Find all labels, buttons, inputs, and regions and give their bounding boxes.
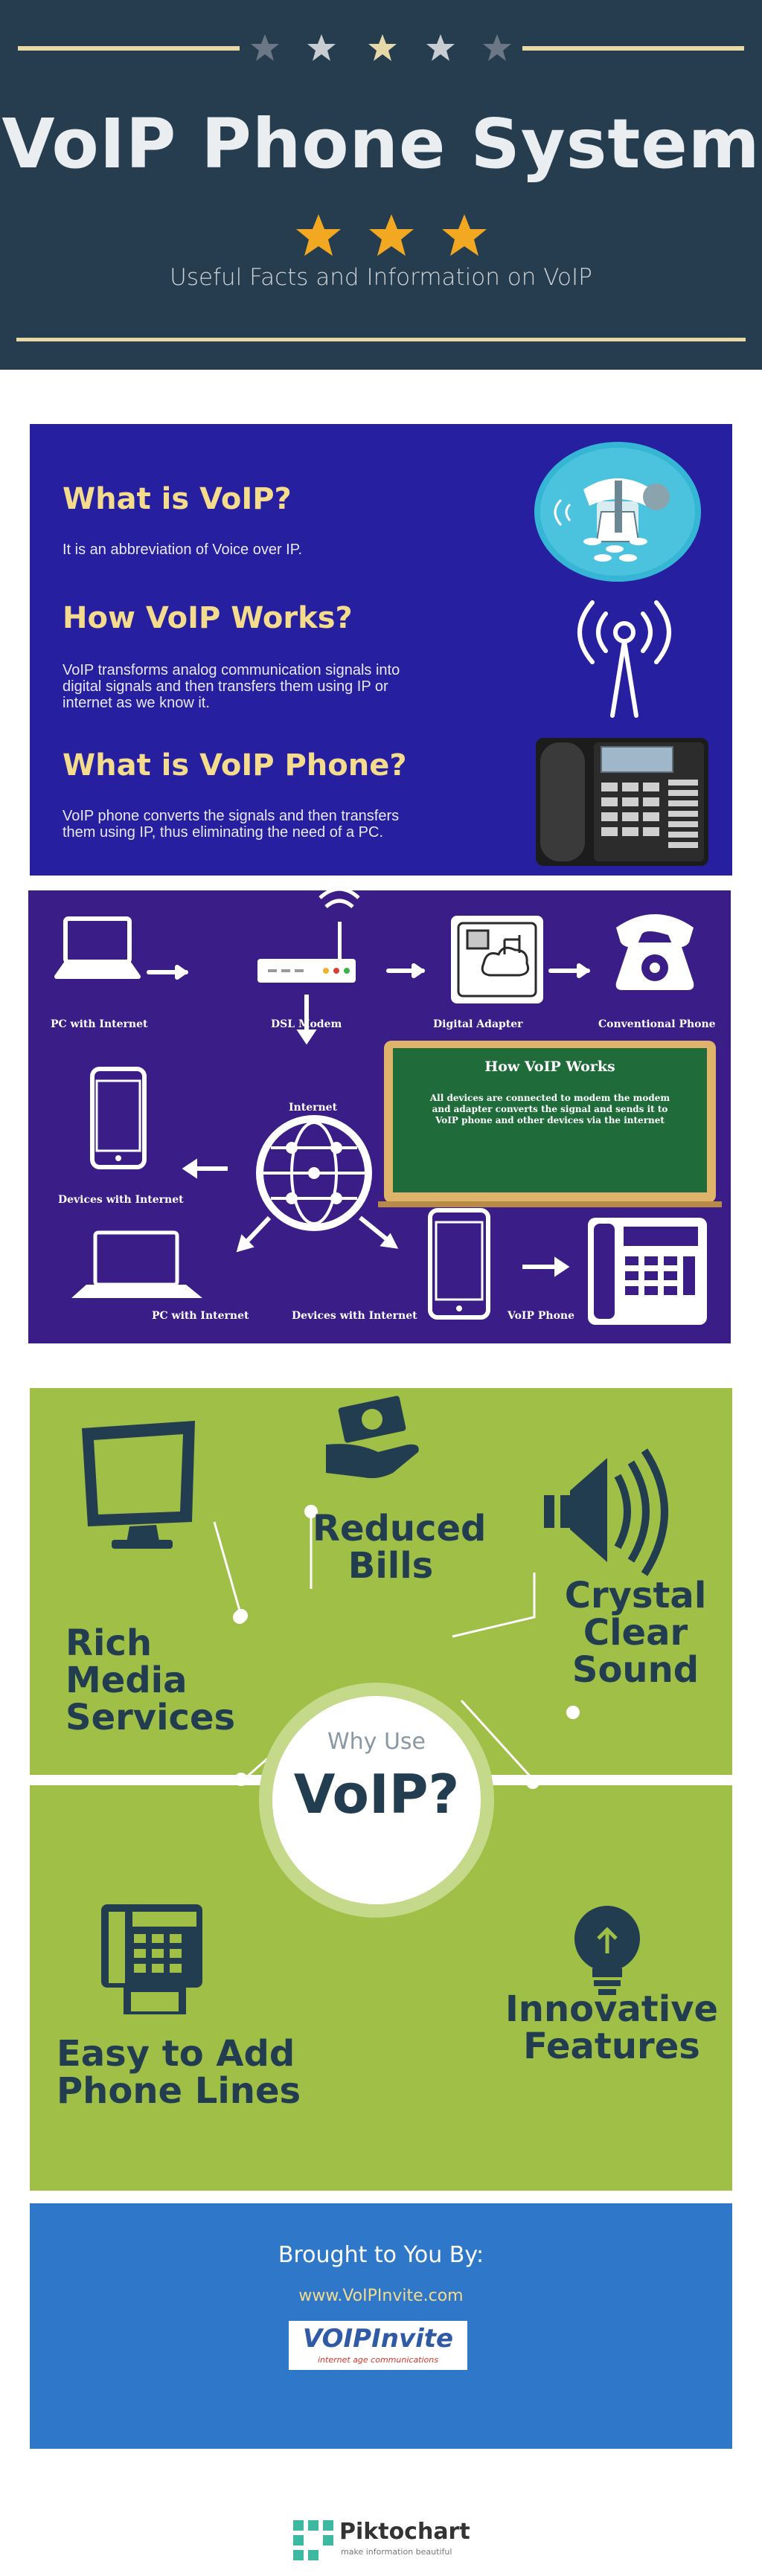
website-link[interactable]: www.VoIPInvite.com (298, 2287, 464, 2305)
footer-section: Brought to You By: www.VoIPInvite.com VO… (30, 2203, 732, 2449)
feature-easy-add-phone-lines: Easy to Add Phone Lines (57, 2033, 301, 2112)
label-pc-top: PC with Internet (51, 1018, 148, 1030)
lightbulb-icon (574, 1906, 640, 1995)
board-title: How VoIP Works (484, 1059, 615, 1075)
antenna-icon (577, 600, 671, 718)
label-digital-adapter: Digital Adapter (433, 1018, 523, 1030)
label-dsl-modem: DSL Modem (271, 1018, 342, 1030)
adapter-icon (451, 916, 543, 1003)
header-stars-top (251, 34, 511, 61)
label-pc-bottom: PC with Internet (152, 1310, 249, 1322)
label-voip-phone: VoIP Phone (508, 1310, 574, 1322)
chalkboard (378, 1041, 722, 1207)
faq-question-3: What is VoIP Phone? (63, 748, 407, 783)
logo-text: VOIPInvite (302, 2324, 454, 2354)
desk-phone-icon (536, 738, 708, 866)
piktochart-badge: Piktochart make information beautiful (293, 2519, 472, 2563)
piktochart-tagline: make information beautiful (341, 2547, 452, 2557)
modem-icon (257, 890, 360, 983)
monitor-icon (82, 1421, 195, 1549)
feature-reduced-bills: Reduced Bills (313, 1508, 487, 1587)
feature-rich-media-services: Rich Media Services (65, 1622, 236, 1738)
feature-crystal-clear-sound: Crystal Clear Sound (564, 1575, 707, 1691)
piktochart-logo-icon (293, 2520, 333, 2560)
logo-tagline: internet age communications (318, 2355, 438, 2365)
faq-question-2: How VoIP Works? (63, 601, 353, 635)
faq-answer-3: VoIP phone converts the signals and then… (63, 808, 400, 841)
why-voip-label: VoIP? (293, 1763, 460, 1825)
how-voip-works-diagram: PC with Internet DSL Modem Digital Adapt… (28, 890, 731, 1343)
faq-answer-2: VoIP transforms analog communication sig… (63, 662, 400, 711)
label-devices-left: Devices with Internet (58, 1194, 184, 1206)
board-text: All devices are connected to modem the m… (429, 1093, 670, 1125)
voip-phone-icon (588, 1218, 707, 1325)
faq-answer-1: It is an abbreviation of Voice over IP. (63, 542, 303, 558)
feature-innovative-features: Innovative Features (505, 1988, 719, 2067)
faq-section: What is VoIP? It is an abbreviation of V… (30, 424, 732, 876)
internet-globe-icon (256, 1115, 372, 1231)
header-divider-bottom (16, 338, 746, 341)
label-devices-bottom: Devices with Internet (292, 1310, 417, 1322)
diagram-graphics (54, 890, 722, 1325)
voip-phone-icon (534, 442, 701, 582)
piktochart-name: Piktochart (339, 2519, 470, 2545)
label-internet: Internet (289, 1102, 338, 1114)
header-banner: VoIP Phone System Useful Facts and Infor… (0, 0, 762, 370)
why-graphics (82, 1395, 668, 2014)
page-subtitle: Useful Facts and Information on VoIP (170, 264, 592, 291)
voipinvite-logo: VOIPInvite internet age communications (289, 2321, 467, 2370)
header-gold-stars (296, 214, 487, 256)
faq-question-1: What is VoIP? (63, 482, 292, 516)
conventional-phone-icon (615, 914, 694, 990)
label-conventional-phone: Conventional Phone (598, 1018, 716, 1030)
why-use-label: Why Use (327, 1729, 426, 1755)
money-hand-icon (326, 1395, 419, 1479)
speaker-icon (544, 1448, 668, 1576)
page-title: VoIP Phone System (1, 104, 761, 184)
header-divider-left (18, 46, 240, 51)
brought-by-label: Brought to You By: (278, 2242, 484, 2268)
fax-icon (101, 1904, 202, 2014)
header-divider-right (522, 46, 744, 51)
